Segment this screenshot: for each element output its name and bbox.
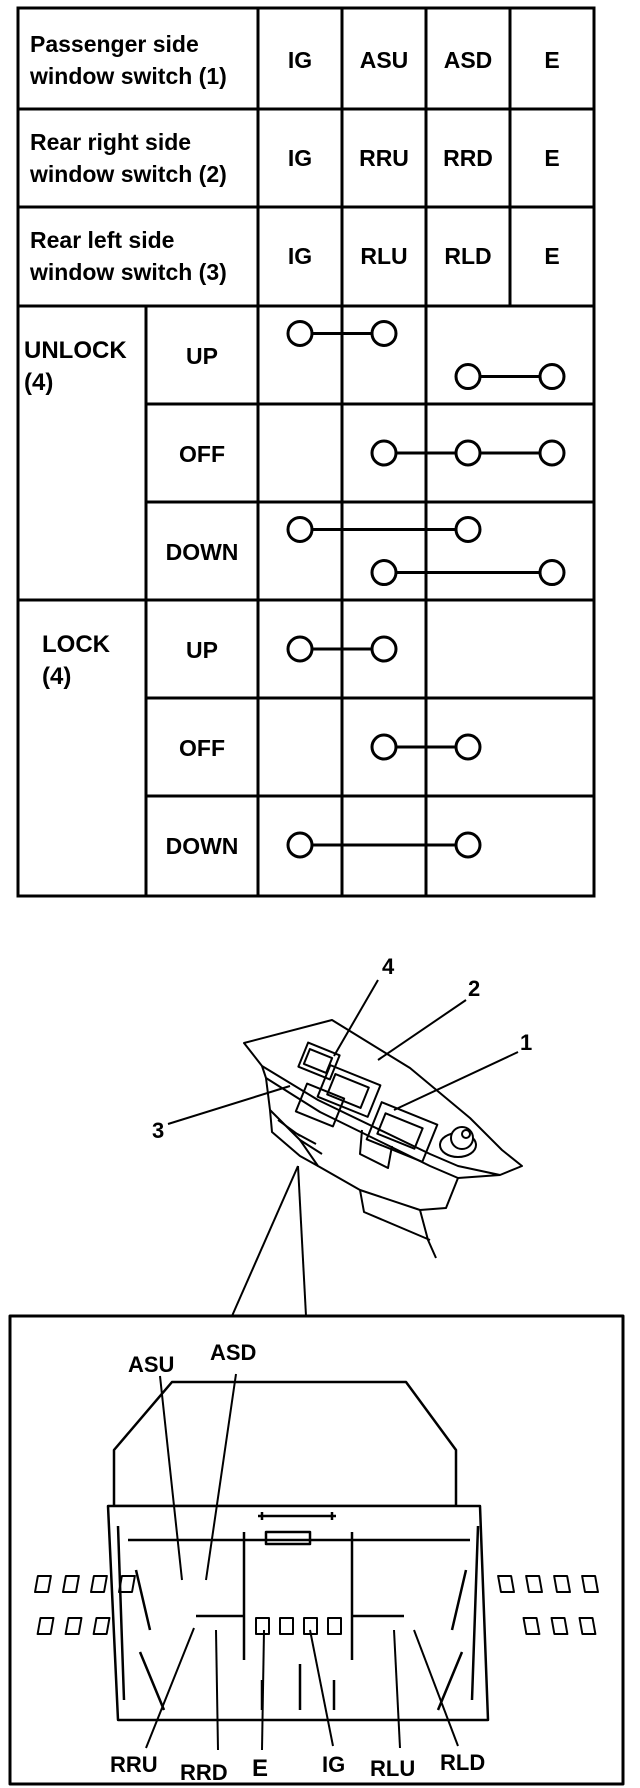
pin-label-rru: RRU (110, 1752, 158, 1777)
continuity-terminal-circle (370, 733, 398, 761)
switch-connector (34, 1380, 599, 1722)
terminal-label: RRU (359, 145, 409, 171)
pin-label-ig: IG (322, 1752, 345, 1777)
header-row-rear-right: Rear right side window switch (2) IG RRU… (29, 129, 560, 187)
switch-name: window switch (3) (29, 259, 227, 285)
terminal-label: E (544, 145, 559, 171)
callout-4: 4 (382, 954, 395, 979)
terminal-label: RRD (443, 145, 493, 171)
header-row-rear-left: Rear left side window switch (3) IG RLU … (29, 227, 560, 285)
continuity-marks (286, 319, 566, 859)
pin-label-asu: ASU (128, 1352, 174, 1377)
terminal-label: ASU (360, 47, 409, 73)
pin-label-asd: ASD (210, 1340, 256, 1365)
switch-name: Passenger side (30, 31, 199, 57)
terminal-label: E (544, 243, 559, 269)
group-label-unlock-number: (4) (24, 369, 53, 396)
continuity-terminal-circle (370, 635, 398, 663)
callout-1: 1 (520, 1030, 532, 1055)
terminal-label: IG (288, 47, 312, 73)
group-label-unlock: UNLOCK (24, 337, 127, 364)
terminal-label: RLU (360, 243, 407, 269)
callout-3: 3 (152, 1118, 164, 1143)
continuity-terminal-circle (286, 831, 314, 859)
continuity-terminal-circle (538, 559, 566, 587)
continuity-terminal-circle (370, 319, 398, 347)
window-switch-assembly (243, 1019, 523, 1259)
pin-label-rld: RLD (440, 1750, 485, 1775)
continuity-terminal-circle (454, 363, 482, 391)
continuity-terminal-circle (286, 515, 314, 543)
pin-label-rlu: RLU (370, 1756, 415, 1781)
pin-label-rrd: RRD (180, 1760, 228, 1785)
continuity-terminal-circle (370, 559, 398, 587)
pin-label-e: E (252, 1755, 268, 1782)
callout-2: 2 (468, 976, 480, 1001)
switch-name: Rear left side (30, 227, 174, 253)
terminal-label: ASD (444, 47, 493, 73)
switch-name: window switch (1) (29, 63, 227, 89)
position-label-lock-up: UP (186, 637, 218, 663)
terminal-label: E (544, 47, 559, 73)
position-label-unlock-down: DOWN (166, 539, 239, 565)
position-label-unlock-off: OFF (179, 441, 225, 467)
position-label-unlock-up: UP (186, 343, 218, 369)
continuity-terminal-circle (370, 439, 398, 467)
position-label-lock-off: OFF (179, 735, 225, 761)
continuity-terminal-circle (454, 515, 482, 543)
continuity-terminal-circle (454, 733, 482, 761)
position-label-lock-down: DOWN (166, 833, 239, 859)
continuity-terminal-circle (538, 363, 566, 391)
group-label-lock: LOCK (42, 631, 111, 658)
continuity-terminal-circle (538, 439, 566, 467)
switch-name: Rear right side (30, 129, 191, 155)
terminal-label: RLD (444, 243, 491, 269)
switch-assembly-figure: 4 2 1 3 ASU ASD RRU RRD E IG RLU RLD (8, 954, 625, 1786)
continuity-terminal-circle (454, 831, 482, 859)
switch-name: window switch (2) (29, 161, 227, 187)
switch-continuity-table: Passenger side window switch (1) IG ASU … (16, 6, 596, 898)
header-row-passenger: Passenger side window switch (1) IG ASU … (29, 31, 560, 89)
continuity-terminal-circle (454, 439, 482, 467)
continuity-terminal-circle (286, 319, 314, 347)
terminal-label: IG (288, 145, 312, 171)
connector-detail-box (8, 1314, 625, 1786)
terminal-label: IG (288, 243, 312, 269)
group-label-lock-number: (4) (42, 663, 71, 690)
continuity-terminal-circle (286, 635, 314, 663)
